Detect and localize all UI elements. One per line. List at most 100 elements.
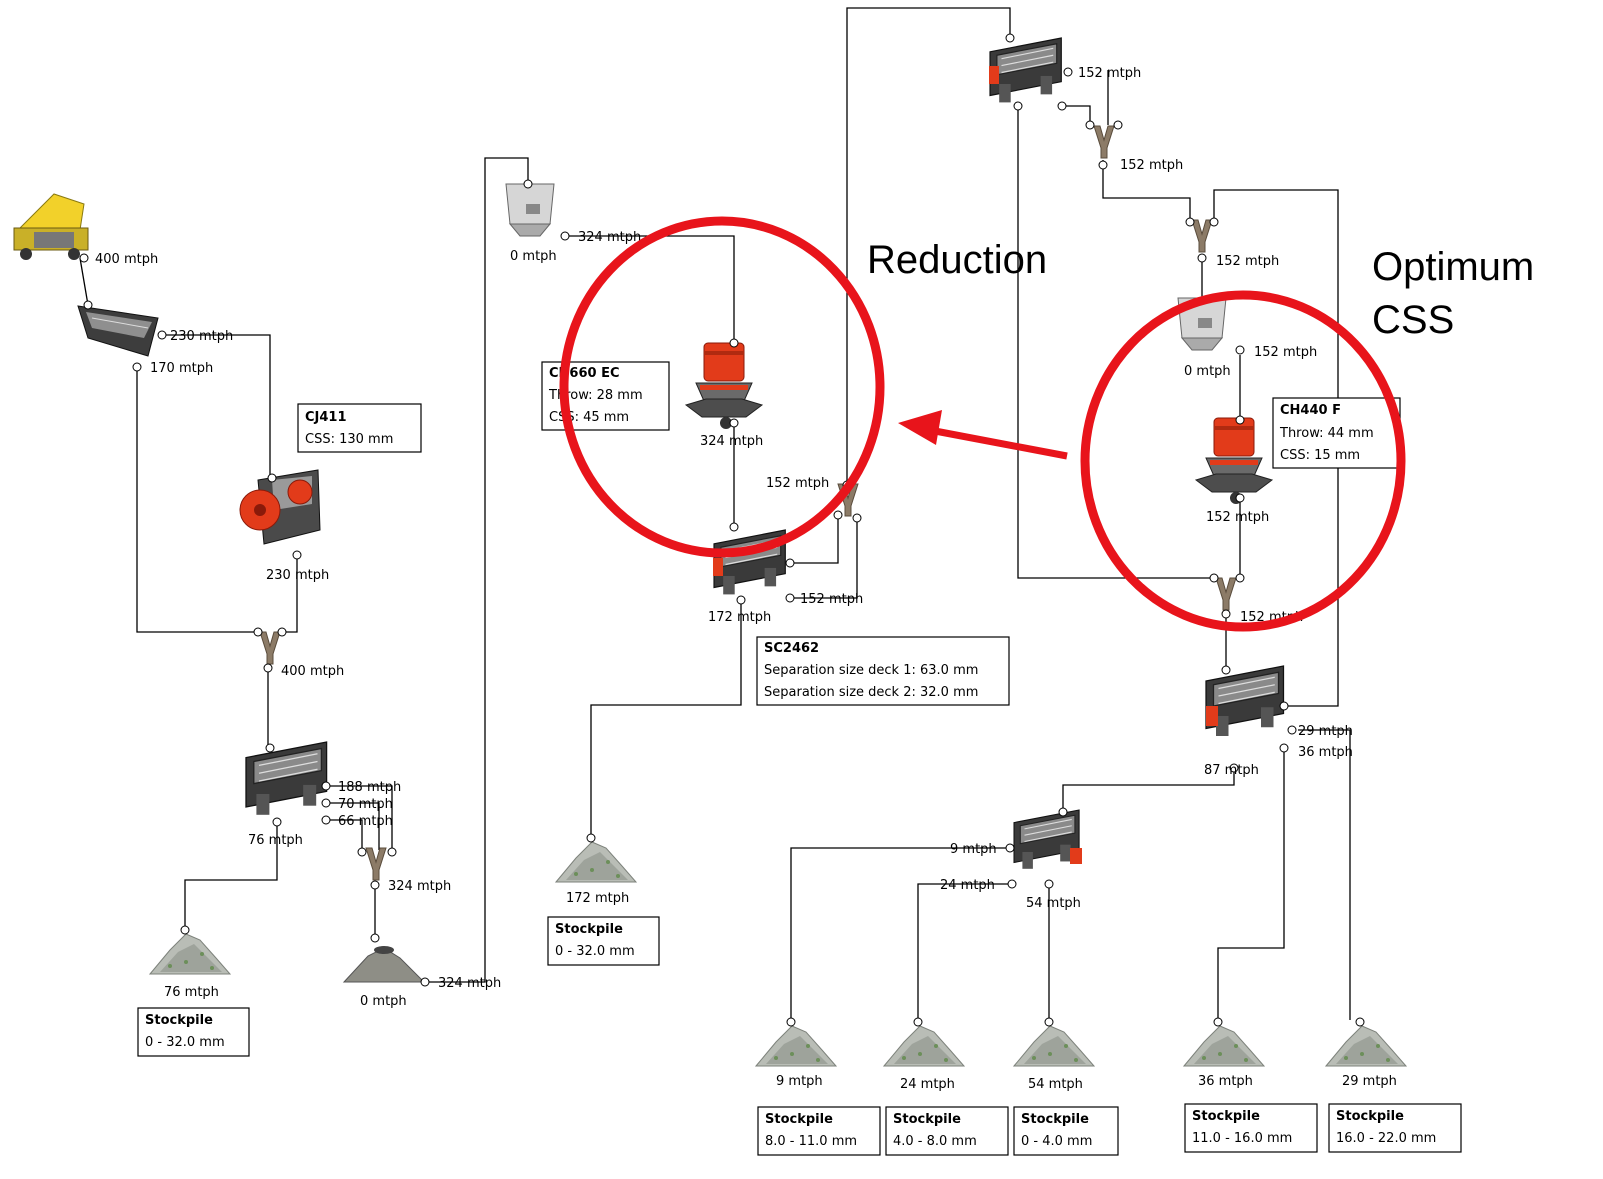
flow-label: 172 mtph	[566, 891, 629, 906]
flow-label: 188 mtph	[338, 780, 401, 795]
splitter-left-lower-icon[interactable]	[365, 847, 387, 881]
flow-label: 230 mtph	[266, 568, 329, 583]
info-box-sc2462[interactable]: SC2462 Separation size deck 1: 63.0 mm S…	[756, 636, 1010, 706]
flow-label: 324 mtph	[438, 976, 501, 991]
stockpile-box-3[interactable]: Stockpile 8.0 - 11.0 mm	[757, 1106, 881, 1156]
flow-label: 172 mtph	[708, 610, 771, 625]
dump-truck-icon[interactable]	[13, 193, 89, 260]
flow-label: 36 mtph	[1298, 745, 1353, 760]
flow-label: 9 mtph	[950, 842, 997, 857]
box-title: SC2462	[764, 641, 819, 656]
flow-label: 152 mtph	[1078, 66, 1141, 81]
box-line: CSS: 130 mm	[305, 432, 393, 447]
annotation-optimum-line1: Optimum	[1372, 245, 1534, 289]
annotation-reduction: Reduction	[867, 238, 1047, 282]
splitter-left-icon[interactable]	[259, 631, 281, 665]
flow-label: 54 mtph	[1026, 896, 1081, 911]
hopper-top-middle-icon[interactable]	[505, 183, 555, 237]
arrow-shaft	[934, 427, 1068, 460]
stockpile-box-1[interactable]: Stockpile 0 - 32.0 mm	[137, 1007, 250, 1057]
flow-label: 152 mtph	[1254, 345, 1317, 360]
stockpile-box-7[interactable]: Stockpile 16.0 - 22.0 mm	[1328, 1103, 1462, 1153]
box-line: CSS: 15 mm	[1280, 448, 1360, 463]
flow-label: 230 mtph	[170, 329, 233, 344]
highlight-circle-reduction	[559, 216, 885, 558]
flow-label: 29 mtph	[1342, 1074, 1397, 1089]
stockpile-left-icon[interactable]	[149, 933, 231, 975]
flow-label: 324 mtph	[388, 879, 451, 894]
box-title: Stockpile	[1021, 1112, 1089, 1127]
flow-label: 0 mtph	[1184, 364, 1231, 379]
flow-label: 24 mtph	[940, 878, 995, 893]
stockpile-3-icon[interactable]	[1013, 1025, 1095, 1067]
stockpile-5-icon[interactable]	[1325, 1025, 1407, 1067]
jaw-crusher-icon[interactable]	[239, 469, 321, 545]
box-line: Throw: 28 mm	[548, 388, 643, 403]
box-title: Stockpile	[1192, 1109, 1260, 1124]
screen-left-icon[interactable]	[245, 741, 328, 816]
box-title: CH440 F	[1280, 403, 1341, 418]
box-title: Stockpile	[765, 1112, 833, 1127]
stockpile-middle-icon[interactable]	[555, 841, 637, 883]
flow-label: 54 mtph	[1028, 1077, 1083, 1092]
flow-label: 170 mtph	[150, 361, 213, 376]
stockpile-1-icon[interactable]	[755, 1025, 837, 1067]
box-title: CH660 EC	[549, 366, 620, 381]
connection-nodes	[79, 33, 1365, 1027]
flow-label: 0 mtph	[510, 249, 557, 264]
flow-label: 9 mtph	[776, 1074, 823, 1089]
flow-labels: 400 mtph 230 mtph 170 mtph 230 mtph 400 …	[95, 66, 1397, 1092]
arrow-head-icon	[898, 410, 942, 445]
connections	[79, 7, 1351, 1020]
flow-label: 400 mtph	[95, 252, 158, 267]
surge-pile-icon[interactable]	[342, 946, 426, 983]
box-line: 0 - 4.0 mm	[1021, 1134, 1092, 1149]
box-line: 16.0 - 22.0 mm	[1336, 1131, 1436, 1146]
flow-label: 400 mtph	[281, 664, 344, 679]
flow-label: 324 mtph	[578, 230, 641, 245]
flow-label: 70 mtph	[338, 797, 393, 812]
flow-label: 24 mtph	[900, 1077, 955, 1092]
flow-label: 152 mtph	[766, 476, 829, 491]
flow-label: 0 mtph	[360, 994, 407, 1009]
flow-label: 76 mtph	[164, 985, 219, 1000]
stockpile-box-4[interactable]: Stockpile 4.0 - 8.0 mm	[885, 1106, 1009, 1156]
stockpile-4-icon[interactable]	[1183, 1025, 1265, 1067]
box-title: Stockpile	[893, 1112, 961, 1127]
box-line: 4.0 - 8.0 mm	[893, 1134, 977, 1149]
screen-bottom-middle-icon[interactable]	[1013, 809, 1080, 870]
cone-crusher-ch440-icon[interactable]	[1195, 417, 1273, 505]
stockpile-2-icon[interactable]	[883, 1025, 965, 1067]
box-title: CJ411	[305, 410, 347, 425]
box-title: Stockpile	[1336, 1109, 1404, 1124]
box-line: 0 - 32.0 mm	[145, 1035, 225, 1050]
info-box-cj411[interactable]: CJ411 CSS: 130 mm	[297, 403, 422, 453]
box-title: Stockpile	[145, 1013, 213, 1028]
box-line: Separation size deck 1: 63.0 mm	[764, 663, 978, 678]
flow-label: 152 mtph	[1120, 158, 1183, 173]
stockpile-box-5[interactable]: Stockpile 0 - 4.0 mm	[1013, 1106, 1119, 1156]
splitter-lower-right-icon[interactable]	[1215, 577, 1237, 611]
flow-label: 36 mtph	[1198, 1074, 1253, 1089]
screen-top-right-icon[interactable]	[989, 37, 1062, 103]
info-box-cone2[interactable]: CH440 F Throw: 44 mm CSS: 15 mm	[1272, 397, 1401, 469]
flow-label: 87 mtph	[1204, 763, 1259, 778]
cone-crusher-ch660-icon[interactable]	[685, 342, 763, 430]
flow-label: 324 mtph	[700, 434, 763, 449]
flow-label: 152 mtph	[1206, 510, 1269, 525]
box-line: 0 - 32.0 mm	[555, 944, 635, 959]
stockpile-box-6[interactable]: Stockpile 11.0 - 16.0 mm	[1184, 1103, 1318, 1153]
annotation-optimum-line2: CSS	[1372, 298, 1454, 342]
flow-label: 66 mtph	[338, 814, 393, 829]
box-line: CSS: 45 mm	[549, 410, 629, 425]
annotation-overlay: Reduction Optimum CSS	[559, 216, 1534, 632]
splitter-right-icon[interactable]	[1191, 219, 1213, 253]
flow-label: 152 mtph	[1216, 254, 1279, 269]
stockpile-box-2[interactable]: Stockpile 0 - 32.0 mm	[547, 916, 660, 966]
box-line: 8.0 - 11.0 mm	[765, 1134, 857, 1149]
grizzly-feeder-icon[interactable]	[77, 305, 159, 357]
flow-label: 76 mtph	[248, 833, 303, 848]
flow-label: 152 mtph	[800, 592, 863, 607]
box-title: Stockpile	[555, 922, 623, 937]
splitter-top-right-icon[interactable]	[1093, 125, 1115, 159]
